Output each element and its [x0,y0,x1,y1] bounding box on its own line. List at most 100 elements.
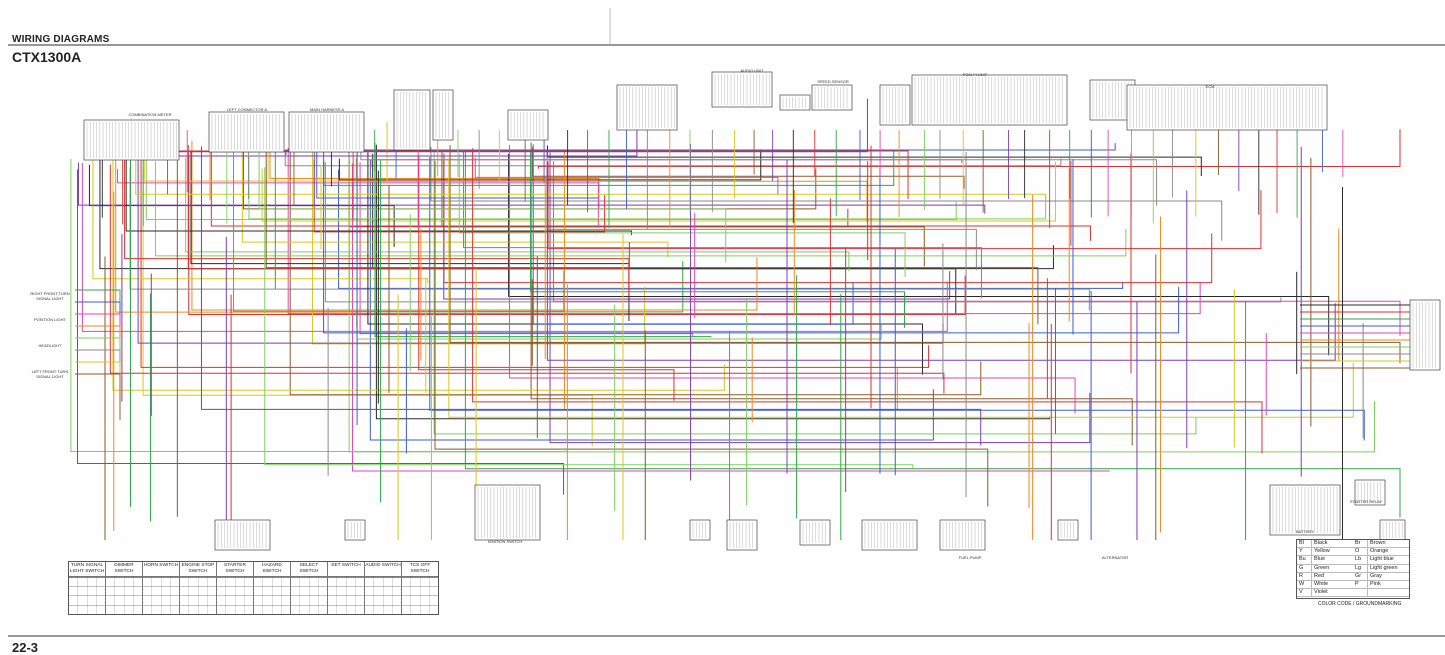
wire [351,163,1110,472]
wire [135,154,1047,199]
connector-block [711,71,773,108]
component-block [214,519,271,551]
wire [348,153,1375,453]
wire [167,150,909,200]
wire [92,140,429,284]
left-label-4: LEFT FRONT TURN SIGNAL LIGHT [31,369,69,379]
wire [323,143,1180,334]
component-block [861,519,918,551]
wire [338,149,762,181]
wire [546,151,977,271]
left-label-3: HEADLIGHT [38,343,62,348]
wire [115,140,358,327]
component-block [939,519,986,551]
connector-block [393,89,431,151]
wire [210,140,1091,241]
wire [264,167,914,469]
component-label-battery: BATTERY [1295,529,1315,534]
component-label-audio: AUDIO UNIT [740,68,764,73]
component-label-ignition: IGNITION SWITCH [487,539,523,544]
switch-table-audio: AUDIO SWITCH [365,562,402,614]
wire [265,144,1039,325]
wire [418,155,675,401]
wire [433,149,1197,435]
wire [261,161,1056,222]
wire [81,162,948,332]
left-label-2: POSITION LIGHT [33,317,66,322]
section-title: WIRING DIAGRAMS [12,34,110,45]
component-block [799,519,831,546]
wire [472,148,1263,454]
wire [289,152,982,396]
component-block [474,484,541,541]
wire [88,164,395,247]
model-name: CTX1300A [12,49,82,65]
component-label-main-harness: MAIN HARNESS A [309,107,344,112]
wire [509,145,1076,414]
wire [441,151,925,267]
wire [200,146,982,446]
switch-continuity-tables: TURN SIGNAL LIGHT SWITCH DIMMER SWITCH H… [68,561,439,615]
component-label-meter: COMBINATION METER [128,112,172,117]
connector-block [1126,84,1328,131]
wire [154,161,1127,257]
wire [532,147,965,189]
wire [508,154,1330,356]
connector-blocks [83,71,1328,161]
wire [112,151,725,391]
connector-block [432,89,454,141]
wire [242,142,817,210]
wire [434,161,989,507]
connector-block [779,94,811,111]
wire [285,143,1116,155]
wire [464,151,1401,518]
wire [109,164,945,394]
wire [360,149,1158,206]
wire-harness [70,98,1410,540]
wire [75,373,121,420]
switch-table-set: SET SWITCH [328,562,365,614]
connector-block [911,74,1068,126]
connector-block [879,84,911,126]
wire [374,142,712,338]
small-components [214,299,1441,551]
wire [458,153,906,277]
wire [284,149,1062,167]
wire [369,159,934,441]
component-label-left-connector: LEFT CONNECTOR A [226,107,268,112]
wire [549,152,1091,444]
connector-block [507,109,549,141]
switch-table-starter: STARTER SWITCH [217,562,254,614]
component-block [689,519,711,541]
wire [449,145,1401,364]
wire [546,162,1336,361]
wire [140,155,930,368]
wire [430,146,1223,241]
component-label-pgmfi: PGM-FI UNIT [962,72,988,77]
wire [70,158,568,453]
wire [547,161,1262,250]
connector-block [83,119,180,161]
wire [241,146,669,258]
wire [448,157,1354,418]
switch-table-tcs-off: TCS OFF SWITCH [402,562,438,614]
wire [76,169,565,495]
wire [429,157,1365,441]
wire [258,146,727,263]
wire [311,147,646,345]
component-block [1409,299,1441,371]
left-label-1: RIGHT FRONT TURN SIGNAL LIGHT [30,291,70,301]
switch-table-hazard: HAZARD SWITCH [254,562,291,614]
connector-block [811,84,853,111]
wire [355,158,868,223]
component-block [1354,479,1386,506]
